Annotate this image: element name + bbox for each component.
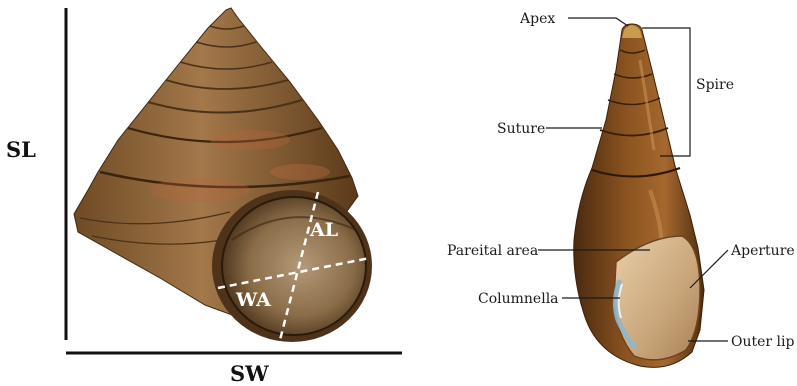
- right-shell-figure: Apex Spire Suture Pareital area Aperture…: [447, 11, 795, 367]
- suture-label: Suture: [497, 121, 545, 137]
- columnella-label: Columnella: [478, 291, 559, 307]
- aperture-width-label: WA: [235, 289, 271, 311]
- left-aperture: [212, 190, 372, 342]
- shell-width-label: SW: [230, 361, 269, 386]
- shell-length-label: SL: [6, 137, 36, 162]
- right-aperture: [614, 236, 700, 360]
- outer-lip-label: Outer lip: [731, 334, 795, 350]
- aperture-label: Aperture: [730, 243, 795, 259]
- aperture-length-label: AL: [309, 219, 338, 241]
- left-shell-figure: SL SW AL WA: [6, 8, 402, 386]
- pareital-area-label: Pareital area: [447, 243, 538, 259]
- spire-label: Spire: [696, 77, 734, 93]
- apex-label: Apex: [519, 11, 555, 27]
- apex-leader: [568, 18, 628, 26]
